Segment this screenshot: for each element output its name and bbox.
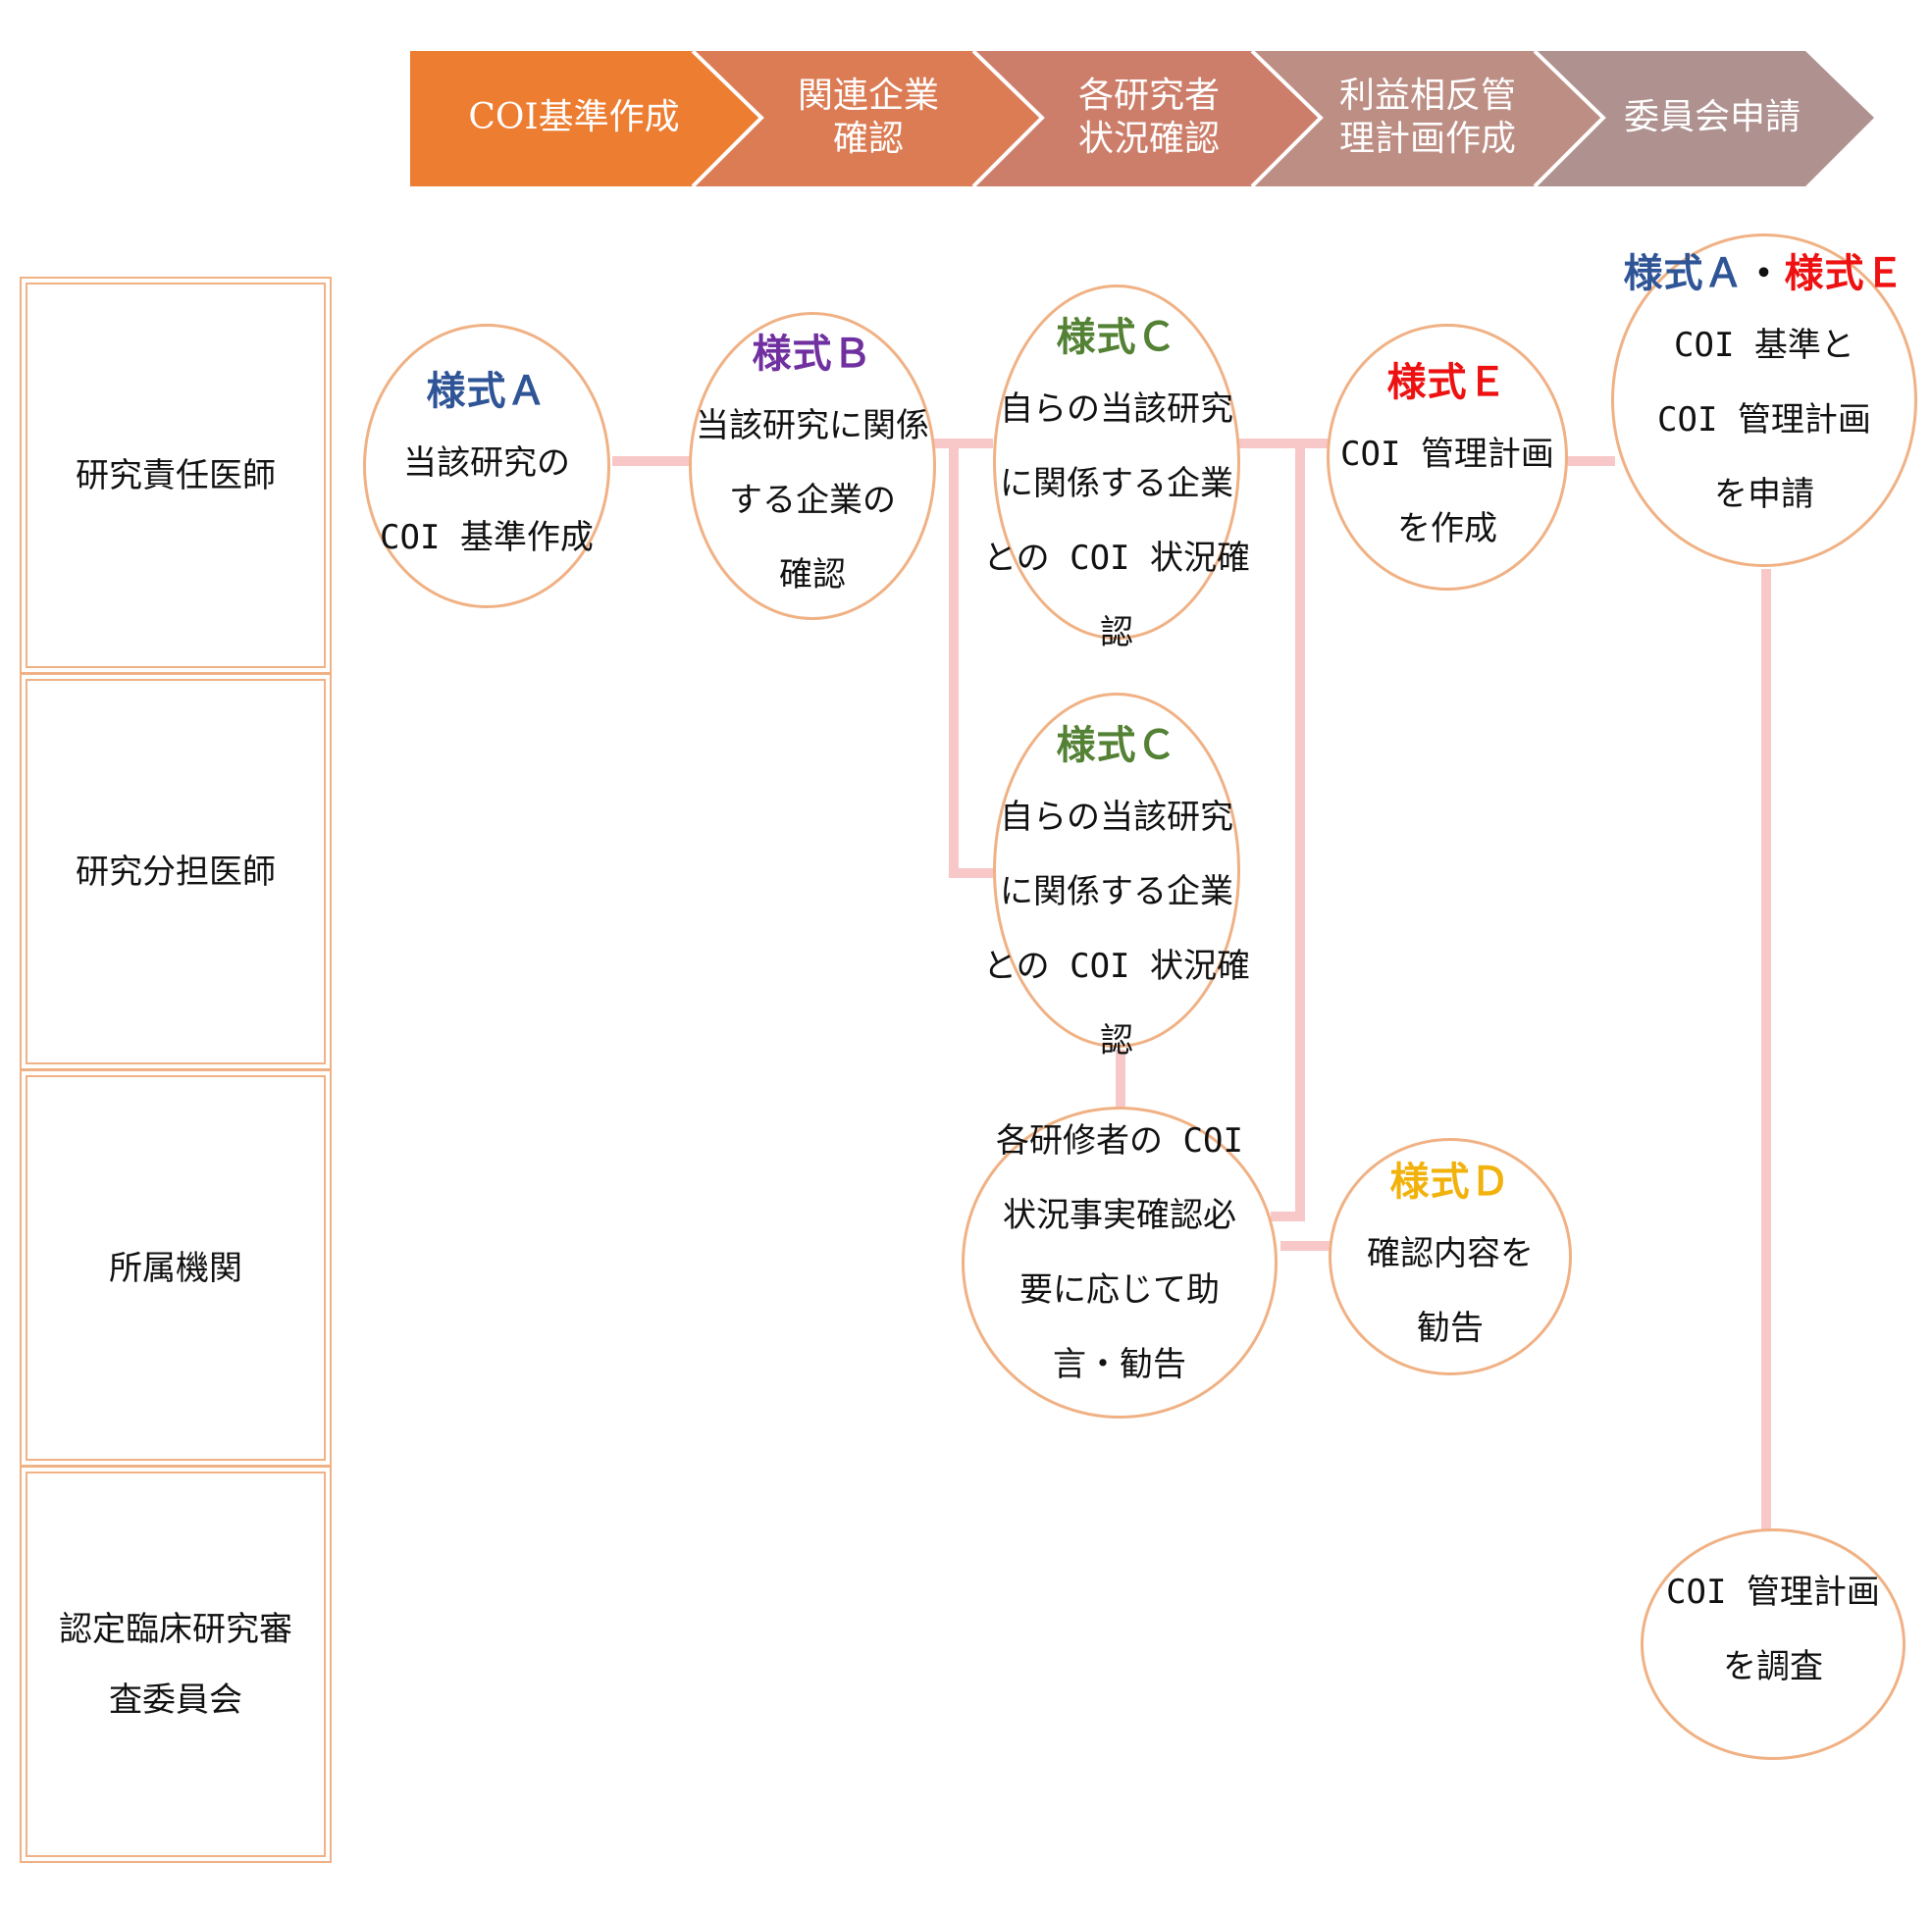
form-c-lead-label: 様式Ｃ (1056, 315, 1177, 360)
form-c-lead-line-3: との COI 状況確 (982, 539, 1250, 578)
node-form-b: 様式Ｂ 当該研究に関係 する企業の 確認 (689, 312, 936, 620)
form-c-sub-line-3: との COI 状況確 (982, 947, 1250, 986)
role-2-line-1: 研究分担医師 (76, 852, 276, 892)
form-b-label: 様式Ｂ (752, 332, 873, 377)
step-2-line-1: 関連企業 (797, 76, 939, 116)
node-form-c-sub: 様式Ｃ 自らの当該研究 に関係する企業 との COI 状況確 認 (983, 693, 1250, 1060)
role-4-line-1: 認定臨床研究審 (59, 1609, 292, 1649)
form-d-label: 様式Ｄ (1389, 1160, 1511, 1205)
process-steps-bar (410, 49, 1874, 188)
form-c-lead-line-1: 自らの当該研究 (1000, 389, 1233, 429)
form-ae-label: 様式Ａ・様式Ｅ (1624, 239, 1906, 308)
institution-check-line-1: 各研修者の COI (996, 1121, 1243, 1161)
form-c-sub-label: 様式Ｃ (1056, 723, 1177, 768)
node-institution-check: 各研修者の COI 状況事実確認必 要に応じて助 言・勧告 (962, 1107, 1278, 1419)
form-ae-label-e: 様式Ｅ (1784, 251, 1906, 296)
form-ae-line-1: COI 基準と (1674, 326, 1854, 365)
role-sub-investigator: 研究分担医師 (20, 673, 332, 1070)
form-a-label: 様式Ａ (426, 369, 548, 414)
node-form-c-lead: 様式Ｃ 自らの当該研究 に関係する企業 との COI 状況確 認 (983, 284, 1250, 652)
role-1-line-1: 研究責任医師 (76, 455, 276, 495)
form-c-sub-line-2: に関係する企業 (1000, 872, 1233, 911)
step-5-line-1: 委員会申請 (1623, 97, 1801, 137)
form-d-line-1: 確認内容を (1367, 1234, 1534, 1273)
step-3-line-2: 状況確認 (1077, 119, 1220, 159)
form-a-line-2: COI 基準作成 (380, 518, 594, 557)
form-b-line-3: 確認 (779, 555, 846, 595)
step-1-label: COI基準作成 (432, 54, 716, 181)
node-form-ae: 様式Ａ・様式Ｅ COI 基準と COI 管理計画 を申請 (1611, 233, 1917, 567)
step-5-label: 委員会申請 (1590, 54, 1835, 181)
connector-b-c (934, 439, 993, 878)
form-a-line-1: 当該研究の (403, 443, 570, 483)
step-3-label: 各研究者 状況確認 (1026, 54, 1272, 181)
form-b-line-1: 当該研究に関係 (696, 406, 929, 445)
institution-check-line-2: 状況事実確認必 (1003, 1196, 1236, 1235)
form-ae-line-3: を申請 (1714, 475, 1814, 514)
form-c-sub-line-4: 認 (1100, 1021, 1133, 1060)
form-ae-line-2: COI 管理計画 (1657, 400, 1871, 439)
node-form-e: 様式Ｅ COI 管理計画 を作成 (1327, 324, 1568, 591)
step-2-shape (693, 51, 1042, 186)
form-ae-label-a: 様式Ａ (1623, 251, 1745, 296)
step-2-line-2: 確認 (832, 119, 904, 159)
form-e-line-2: を作成 (1397, 509, 1497, 548)
form-c-lead-line-2: に関係する企業 (1000, 464, 1233, 503)
role-3-line-1: 所属機関 (109, 1248, 242, 1288)
node-form-d: 様式Ｄ 確認内容を 勧告 (1329, 1138, 1572, 1375)
step-4-shape (1252, 51, 1603, 186)
institution-check-line-3: 要に応じて助 (1019, 1270, 1220, 1310)
form-ae-separator: ・ (1744, 251, 1785, 296)
step-3-shape (973, 51, 1321, 186)
step-2-label: 関連企業 確認 (746, 54, 991, 181)
step-4-line-2: 理計画作成 (1338, 119, 1516, 159)
committee-review-line-1: COI 管理計画 (1666, 1573, 1880, 1612)
committee-review-line-2: を調査 (1723, 1647, 1823, 1686)
form-b-line-2: する企業の (729, 481, 896, 520)
form-c-lead-line-4: 認 (1100, 613, 1133, 652)
step-1-shape (410, 51, 761, 186)
connector-c-e-institution (1238, 439, 1305, 1221)
step-4-line-1: 利益相反管 (1338, 76, 1516, 116)
institution-check-line-4: 言・勧告 (1053, 1345, 1186, 1384)
step-1-line-1: COI基準作成 (468, 97, 680, 137)
form-c-sub-line-1: 自らの当該研究 (1000, 798, 1233, 837)
step-5-shape (1535, 51, 1874, 186)
role-review-committee: 認定臨床研究審 査委員会 (20, 1466, 332, 1863)
step-4-label: 利益相反管 理計画作成 (1305, 54, 1550, 181)
form-d-line-2: 勧告 (1417, 1309, 1484, 1348)
form-e-label: 様式Ｅ (1386, 360, 1508, 405)
step-3-line-1: 各研究者 (1077, 76, 1220, 116)
role-4-line-2: 査委員会 (109, 1680, 242, 1720)
node-form-a: 様式Ａ 当該研究の COI 基準作成 (363, 324, 610, 608)
form-e-line-1: COI 管理計画 (1340, 435, 1554, 474)
node-committee-review: COI 管理計画 を調査 (1641, 1528, 1906, 1760)
